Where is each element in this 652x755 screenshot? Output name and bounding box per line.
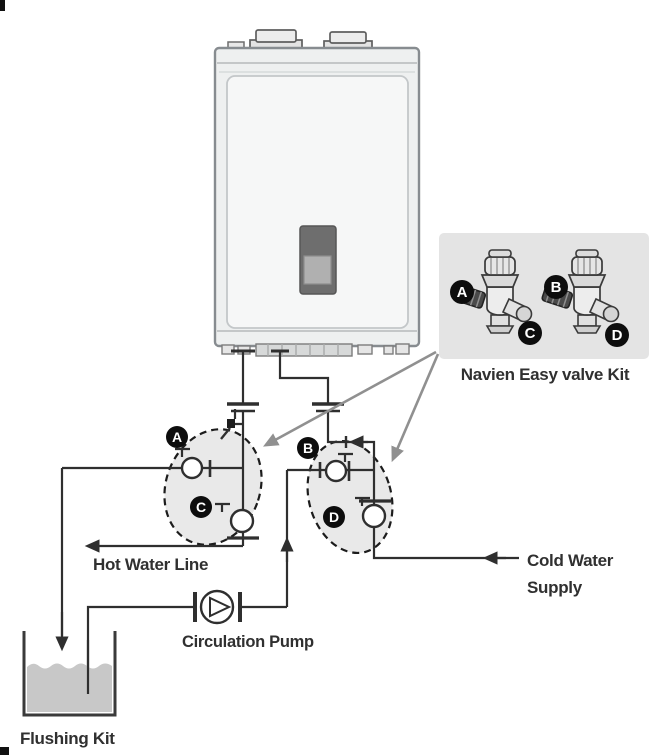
inset-valve-b-badge: B bbox=[544, 275, 568, 299]
inset-valve-d-badge: D bbox=[605, 323, 629, 347]
heater-display-panel bbox=[299, 225, 337, 295]
valve-c-symbol bbox=[229, 508, 255, 534]
kit-pointer-arrows bbox=[263, 350, 440, 463]
bucket-water bbox=[27, 663, 112, 712]
flushing-kit-bucket bbox=[22, 631, 117, 717]
page-corner-marks bbox=[0, 0, 9, 755]
cold-water-supply-label: Cold Water Supply bbox=[527, 547, 613, 601]
valve-a-badge: A bbox=[166, 426, 188, 448]
cold-water-supply-line1: Cold Water bbox=[527, 551, 614, 570]
valve-b-symbol bbox=[324, 459, 348, 483]
inset-valve-c-badge: C bbox=[518, 321, 542, 345]
valve-c-badge: C bbox=[190, 496, 212, 518]
valve-d-symbol bbox=[361, 503, 387, 529]
valve-d-badge: D bbox=[323, 506, 345, 528]
valve-kit-caption: Navien Easy valve Kit bbox=[460, 365, 630, 384]
circulation-pump-label: Circulation Pump bbox=[182, 633, 314, 651]
cold-water-supply-line2: Supply bbox=[527, 578, 582, 597]
flushing-kit-label: Flushing Kit bbox=[20, 729, 115, 748]
pointer-arrow-cold-group bbox=[391, 353, 440, 463]
valve-b-badge: B bbox=[297, 437, 319, 459]
valve-a-symbol bbox=[180, 456, 204, 480]
valve-kit-inset-panel bbox=[439, 233, 649, 359]
service-valves bbox=[175, 447, 387, 534]
pointer-arrow-hot-group bbox=[263, 350, 437, 447]
water-heater bbox=[213, 29, 421, 357]
relief-valve bbox=[220, 409, 243, 440]
hot-water-line-label: Hot Water Line bbox=[93, 555, 209, 574]
inset-valve-a-badge: A bbox=[450, 280, 474, 304]
circulation-pump-symbol bbox=[193, 589, 242, 625]
